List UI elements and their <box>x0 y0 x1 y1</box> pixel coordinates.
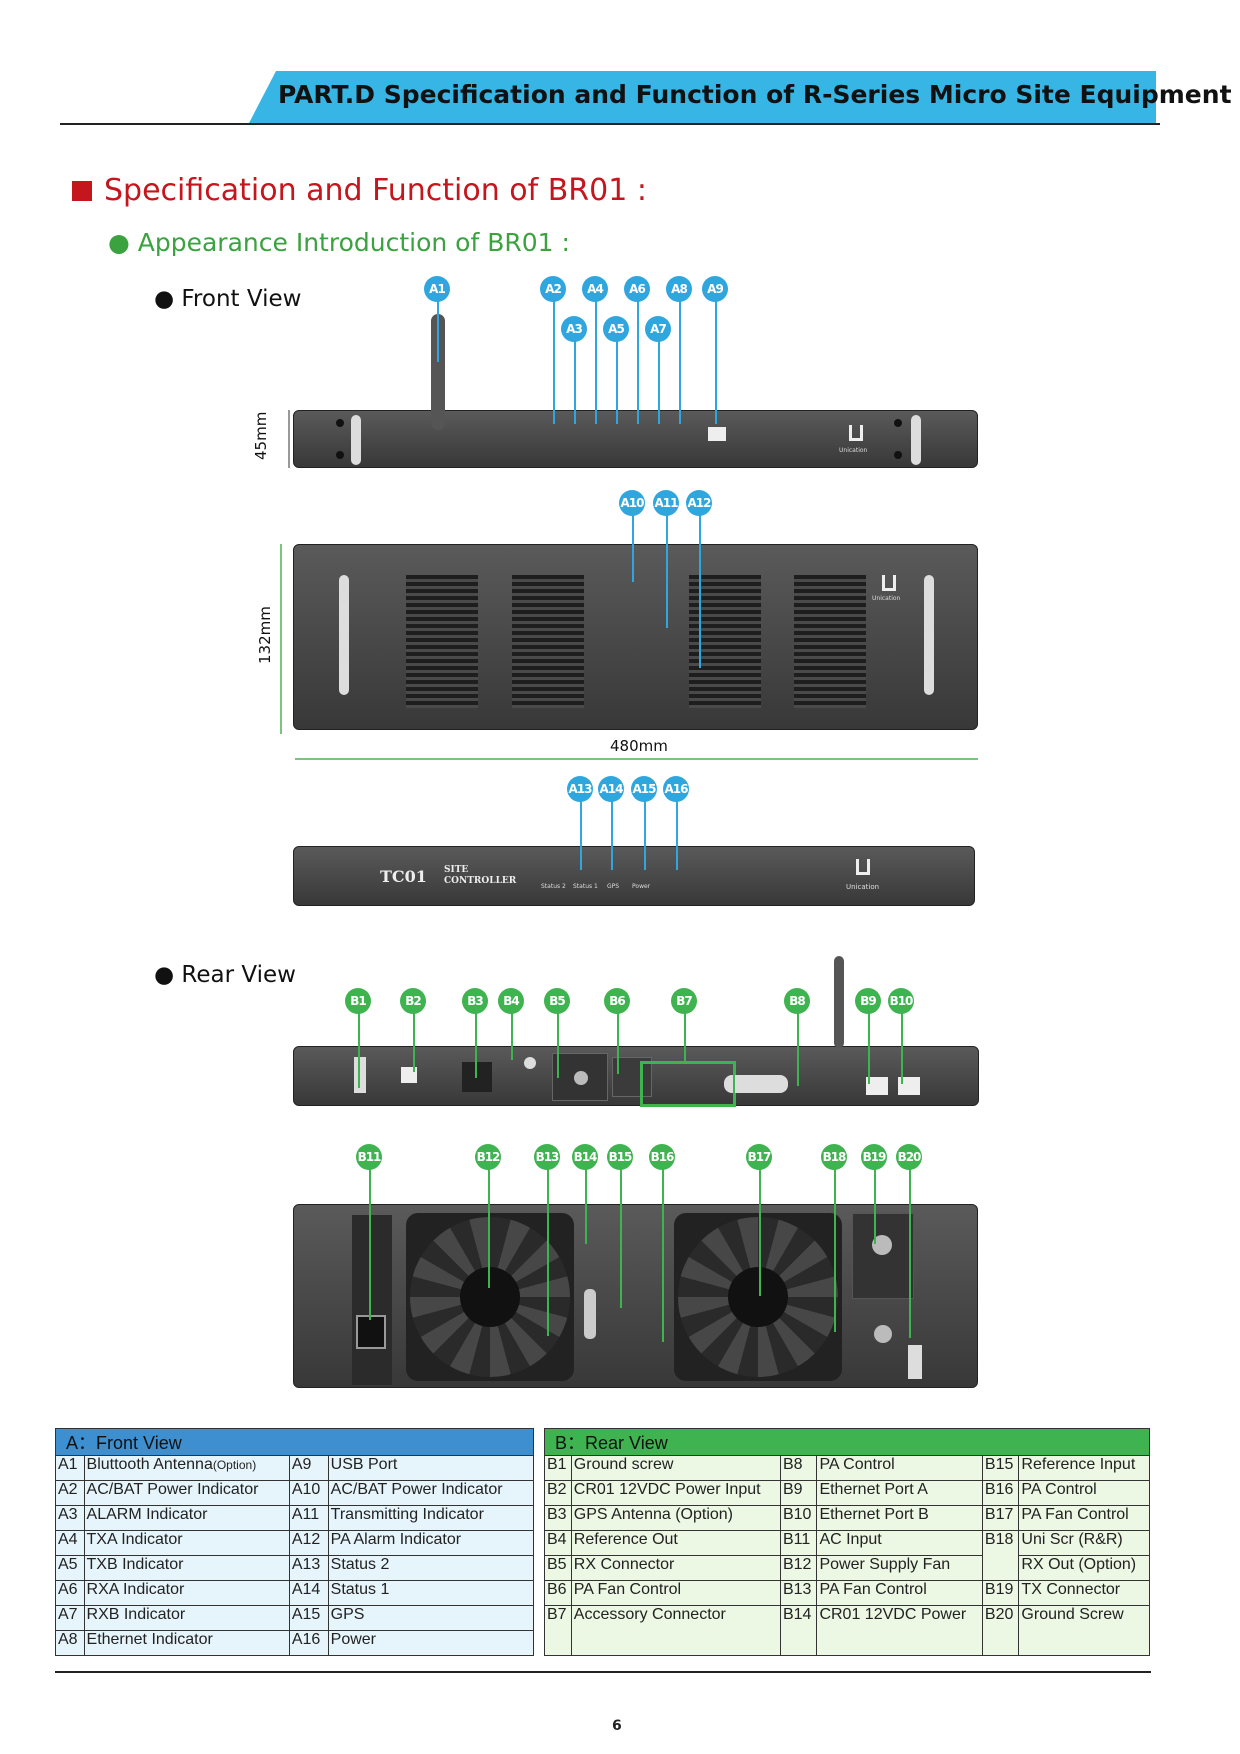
callout-a11: A11 <box>653 490 679 516</box>
header-band <box>248 71 1156 125</box>
callout-a10: A10 <box>619 490 645 516</box>
rear-view-label: ● Rear View <box>154 962 296 988</box>
header-title: PART.D Specification and Function of R-S… <box>278 80 1232 109</box>
front-panel-1u: Unication <box>293 410 978 468</box>
callout-b18: B18 <box>821 1144 847 1170</box>
callout-a5: A5 <box>603 316 629 342</box>
callout-a9: A9 <box>702 276 728 302</box>
callout-b14: B14 <box>572 1144 598 1170</box>
callout-a12: A12 <box>686 490 712 516</box>
table-a-header: A：Front View <box>55 1428 534 1456</box>
handle-left <box>351 415 361 465</box>
brand-logo-icon <box>849 425 863 441</box>
callout-b8: B8 <box>784 988 810 1014</box>
vent-grille <box>512 575 584 708</box>
pa-control-connector-icon <box>584 1289 596 1339</box>
callout-b1: B1 <box>345 988 371 1014</box>
ground-screw-icon <box>908 1345 922 1379</box>
rx-connector-icon <box>574 1071 588 1085</box>
callout-a1: A1 <box>424 276 450 302</box>
tx-connector-icon <box>872 1235 892 1255</box>
callout-b9: B9 <box>855 988 881 1014</box>
subsection-title: ● Appearance Introduction of BR01 : <box>108 228 570 257</box>
gps-antenna-icon <box>462 1062 492 1092</box>
front-panel-3u: Unication <box>293 544 978 730</box>
tc01-panel: TC01 SITE CONTROLLER Status 2 Status 1 G… <box>293 846 975 906</box>
rear-panel-3u <box>293 1204 978 1388</box>
rear-panel-1u <box>293 1046 979 1107</box>
callout-a16: A16 <box>663 776 689 802</box>
callout-b12: B12 <box>475 1144 501 1170</box>
footer-rule <box>55 1671 1151 1673</box>
callout-b17: B17 <box>746 1144 772 1170</box>
front-view-label: ● Front View <box>154 286 302 312</box>
ethernet-b-icon <box>898 1077 920 1095</box>
callout-a13: A13 <box>567 776 593 802</box>
antenna-icon <box>431 314 445 430</box>
vent-grille <box>794 575 866 708</box>
dim-132mm: 132mm <box>256 606 274 664</box>
callout-b5: B5 <box>544 988 570 1014</box>
section-marker-icon <box>72 181 92 201</box>
callout-b3: B3 <box>462 988 488 1014</box>
section-title: Specification and Function of BR01 : <box>104 173 647 208</box>
rear-antenna-icon <box>834 956 844 1048</box>
callout-a15: A15 <box>631 776 657 802</box>
callout-b7: B7 <box>671 988 697 1014</box>
brand-text: Unication <box>839 447 868 454</box>
callout-b4: B4 <box>498 988 524 1014</box>
pa-control-connector-icon <box>724 1075 788 1093</box>
callout-b2: B2 <box>400 988 426 1014</box>
rx-out-icon <box>874 1325 892 1343</box>
ground-screw-icon <box>354 1057 366 1093</box>
page-number: 6 <box>612 1718 622 1734</box>
callout-a2: A2 <box>540 276 566 302</box>
handle-right <box>911 415 921 465</box>
callout-a4: A4 <box>582 276 608 302</box>
tc01-model: TC01 <box>380 867 427 886</box>
usb-port-icon <box>708 427 726 441</box>
callout-a3: A3 <box>561 316 587 342</box>
ac-input-icon <box>356 1315 386 1349</box>
callout-a14: A14 <box>598 776 624 802</box>
dim-45mm: 45mm <box>252 411 270 460</box>
dim-480mm: 480mm <box>610 737 668 755</box>
vent-grille <box>689 575 761 708</box>
callout-a8: A8 <box>666 276 692 302</box>
callout-b10: B10 <box>888 988 914 1014</box>
ethernet-a-icon <box>866 1077 888 1095</box>
callout-b20: B20 <box>896 1144 922 1170</box>
table-b-header: B：Rear View <box>544 1428 1150 1456</box>
callout-a7: A7 <box>645 316 671 342</box>
callout-b6: B6 <box>604 988 630 1014</box>
callout-b16: B16 <box>649 1144 675 1170</box>
callout-b13: B13 <box>534 1144 560 1170</box>
header-rule <box>60 123 1160 125</box>
callout-b11: B11 <box>356 1144 382 1170</box>
callout-b19: B19 <box>861 1144 887 1170</box>
callout-a6: A6 <box>624 276 650 302</box>
vent-grille <box>406 575 478 708</box>
callout-b15: B15 <box>607 1144 633 1170</box>
brand-logo-icon <box>882 575 896 591</box>
